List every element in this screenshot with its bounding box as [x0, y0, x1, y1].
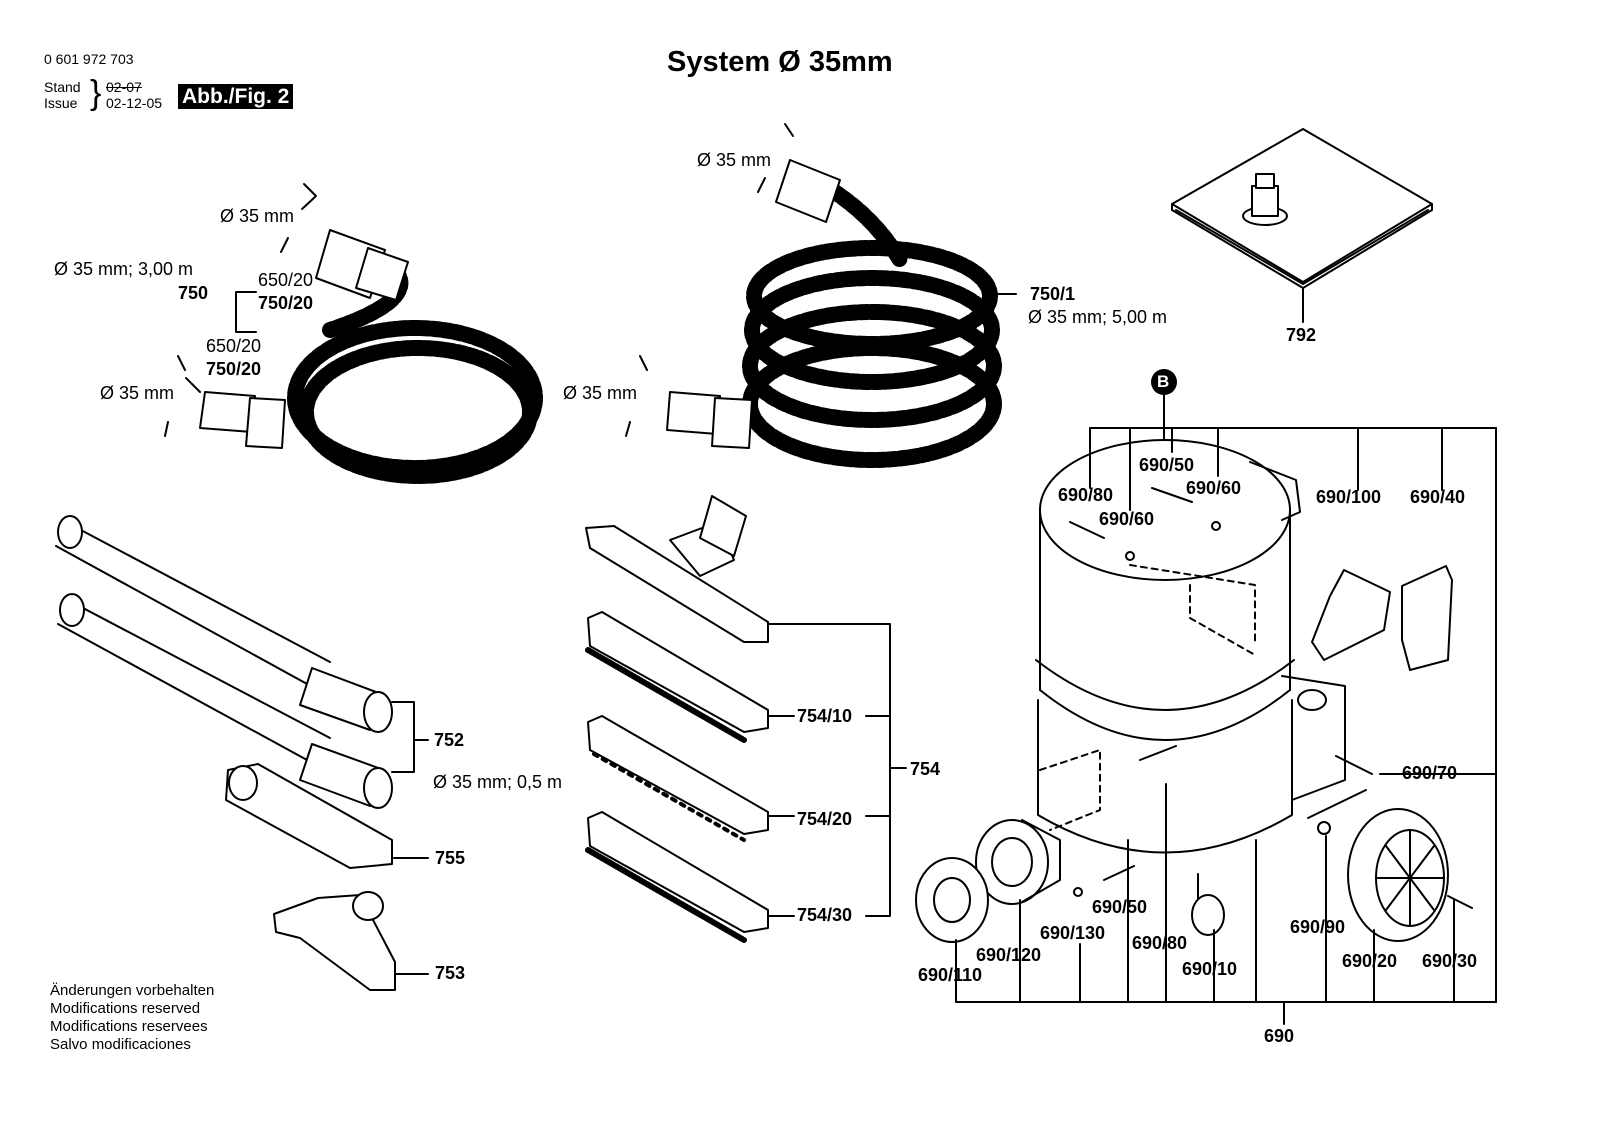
plate-792-drawing — [1171, 128, 1433, 323]
page-title: System Ø 35mm — [667, 46, 893, 78]
hose-750-drawing — [164, 183, 543, 484]
hose-750-top-diameter: Ø 35 mm — [220, 206, 295, 226]
nozzle-754-30-part: 754/30 — [797, 905, 853, 925]
hose-750-1-part: 750/1 — [1030, 284, 1076, 304]
hose-750-bottom-cuff-650: 650/20 — [206, 336, 262, 356]
plate-792-part: 792 — [1286, 325, 1317, 345]
hose-750-top-cuff-650: 650/20 — [258, 270, 314, 290]
hose-750-1-top-diameter: Ø 35 mm — [697, 150, 772, 170]
vacuum-body-690-drawing — [915, 439, 1473, 943]
part-690-assembly: 690 — [1264, 1026, 1295, 1046]
part-690-60-left: 690/60 — [1099, 509, 1155, 529]
part-690-50-top: 690/50 — [1139, 455, 1195, 475]
floor-nozzles-754-drawing — [585, 495, 907, 943]
part-690-100: 690/100 — [1316, 487, 1382, 507]
part-690-70: 690/70 — [1402, 763, 1458, 783]
footer-note-fr: Modifications reservees — [50, 1018, 208, 1035]
part-690-20: 690/20 — [1342, 951, 1398, 971]
part-690-80-bottom: 690/80 — [1132, 933, 1188, 953]
hose-750-bottom-diameter: Ø 35 mm — [100, 383, 175, 403]
hose-750-1-bottom-diameter: Ø 35 mm — [563, 383, 638, 403]
issue-label: Issue — [44, 95, 78, 111]
part-690-30: 690/30 — [1422, 951, 1478, 971]
hose-750-bottom-cuff-750: 750/20 — [206, 359, 262, 379]
tubes-752-part: 752 — [434, 730, 465, 750]
hose-750-spec: Ø 35 mm; 3,00 m — [54, 259, 194, 279]
nozzle-754-group-part: 754 — [910, 759, 941, 779]
marker-b-label: B — [1157, 372, 1170, 391]
assembly-690-bracket — [235, 291, 1497, 1025]
hose-750-part: 750 — [178, 283, 209, 303]
figure-badge: Abb./Fig. 2 — [178, 84, 294, 109]
stand-date: 02-07 — [106, 79, 142, 95]
part-690-130: 690/130 — [1040, 923, 1106, 943]
part-690-50-bottom: 690/50 — [1092, 897, 1148, 917]
tubes-752-spec: Ø 35 mm; 0,5 m — [433, 772, 563, 792]
nozzle-753-part: 753 — [435, 963, 466, 983]
hose-750-1-spec: Ø 35 mm; 5,00 m — [1028, 307, 1168, 327]
crevice-755-part: 755 — [435, 848, 466, 868]
footer-note-es: Salvo modificaciones — [50, 1036, 191, 1053]
part-690-40: 690/40 — [1410, 487, 1466, 507]
nozzle-754-10-part: 754/10 — [797, 706, 853, 726]
part-690-110: 690/110 — [918, 965, 983, 985]
part-690-80-top: 690/80 — [1058, 485, 1114, 505]
footer-note-de: Änderungen vorbehalten — [50, 982, 215, 999]
part-690-10: 690/10 — [1182, 959, 1238, 979]
stand-label: Stand — [44, 79, 81, 95]
crevice-tool-755-drawing — [225, 763, 429, 869]
brace-glyph: } — [90, 74, 102, 112]
nozzle-754-20-part: 754/20 — [797, 809, 853, 829]
part-690-120: 690/120 — [976, 945, 1042, 965]
hose-750-1-drawing — [625, 123, 1017, 468]
footer-note-en: Modifications reserved — [50, 1000, 201, 1017]
hose-750-top-cuff-750: 750/20 — [258, 293, 314, 313]
part-690-60-right: 690/60 — [1186, 478, 1242, 498]
part-number: 0 601 972 703 — [44, 51, 134, 67]
extension-tubes-752-drawing — [55, 515, 429, 809]
upholstery-nozzle-753-drawing — [273, 891, 429, 991]
issue-date: 02-12-05 — [106, 95, 163, 111]
part-690-90: 690/90 — [1290, 917, 1346, 937]
